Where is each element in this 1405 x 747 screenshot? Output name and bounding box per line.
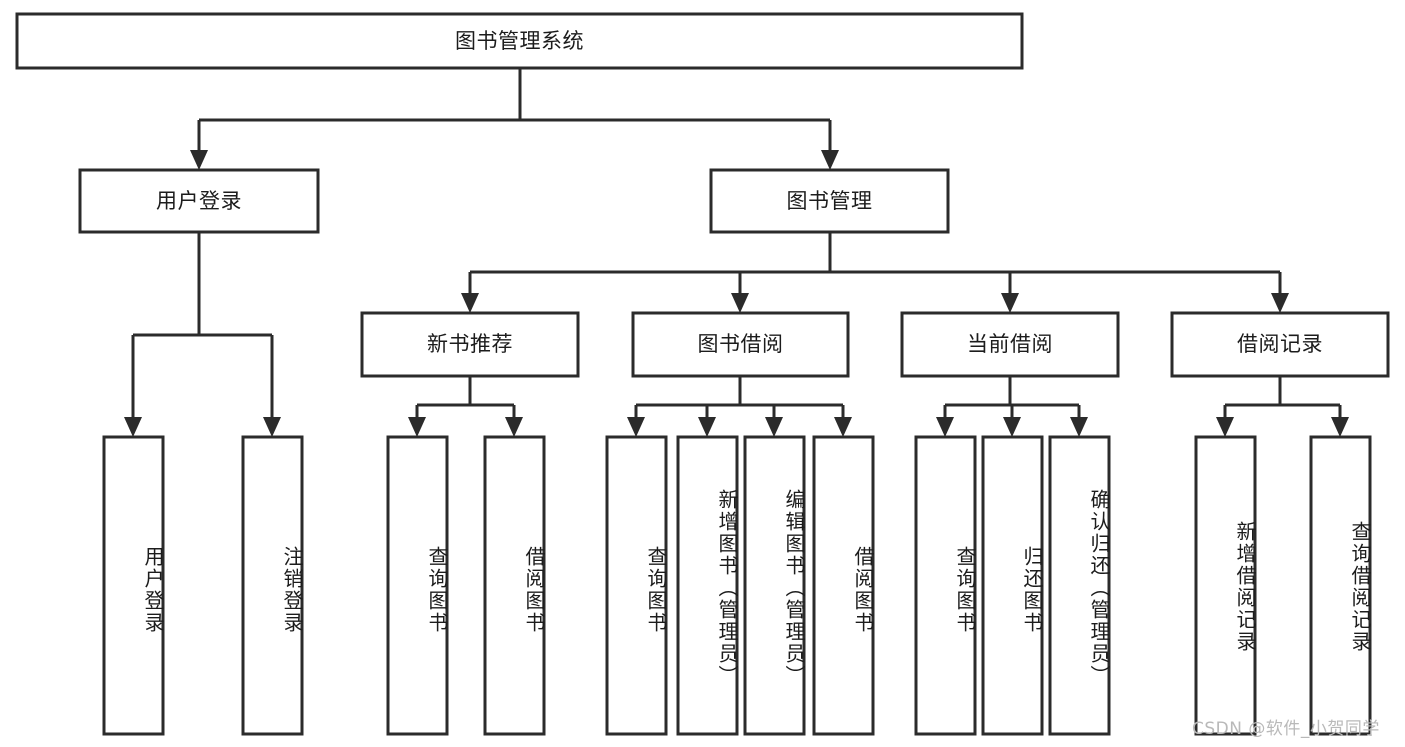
arrow-head-leaf-edit-book: [765, 417, 783, 437]
arrow-head-leaf-borrow-book-2: [834, 417, 852, 437]
node-box-leaf-add-book[interactable]: [676, 435, 739, 736]
node-box-leaf-logout[interactable]: [241, 435, 304, 736]
arrow-head-borrow-record: [1271, 293, 1289, 313]
node-box-leaf-query-book-2[interactable]: [605, 435, 668, 736]
arrow-head-leaf-query-book-3: [936, 417, 954, 437]
arrow-head-leaf-query-record: [1331, 417, 1349, 437]
node-box-leaf-return-book[interactable]: [981, 435, 1044, 736]
arrow-head-leaf-add-book: [698, 417, 716, 437]
node-box-leaf-add-record[interactable]: [1194, 435, 1257, 736]
node-box-new-book-recommend[interactable]: [360, 311, 580, 378]
node-box-leaf-confirm-return[interactable]: [1048, 435, 1111, 736]
arrow-head-leaf-logout: [263, 417, 281, 437]
arrow-head-book-borrow: [731, 293, 749, 313]
node-box-leaf-user-login[interactable]: [102, 435, 165, 736]
node-box-leaf-borrow-book-1[interactable]: [483, 435, 546, 736]
arrow-head-current-borrow: [1001, 293, 1019, 313]
node-box-leaf-query-book-1[interactable]: [386, 435, 449, 736]
node-box-leaf-query-record[interactable]: [1309, 435, 1372, 736]
node-box-borrow-record[interactable]: [1170, 311, 1390, 378]
node-box-leaf-edit-book[interactable]: [743, 435, 806, 736]
watermark-label: CSDN @软件_小贺同学: [1192, 719, 1380, 739]
node-box-book-management[interactable]: [709, 168, 950, 234]
node-box-current-borrow[interactable]: [900, 311, 1120, 378]
arrow-head-leaf-return-book: [1003, 417, 1021, 437]
arrow-head-new-book-recommend: [461, 293, 479, 313]
node-box-leaf-borrow-book-2[interactable]: [812, 435, 875, 736]
arrow-head-leaf-borrow-book-1: [505, 417, 523, 437]
node-box-leaf-query-book-3[interactable]: [914, 435, 977, 736]
arrow-head-leaf-query-book-2: [627, 417, 645, 437]
arrow-head-leaf-confirm-return: [1070, 417, 1088, 437]
arrow-head-leaf-add-record: [1216, 417, 1234, 437]
node-box-book-borrow[interactable]: [631, 311, 850, 378]
arrow-head-leaf-user-login: [124, 417, 142, 437]
node-box-user-login[interactable]: [78, 168, 320, 234]
node-box-root[interactable]: [15, 12, 1024, 70]
arrow-head-book-management: [821, 150, 839, 170]
arrow-head-user-login: [190, 150, 208, 170]
arrow-head-leaf-query-book-1: [408, 417, 426, 437]
